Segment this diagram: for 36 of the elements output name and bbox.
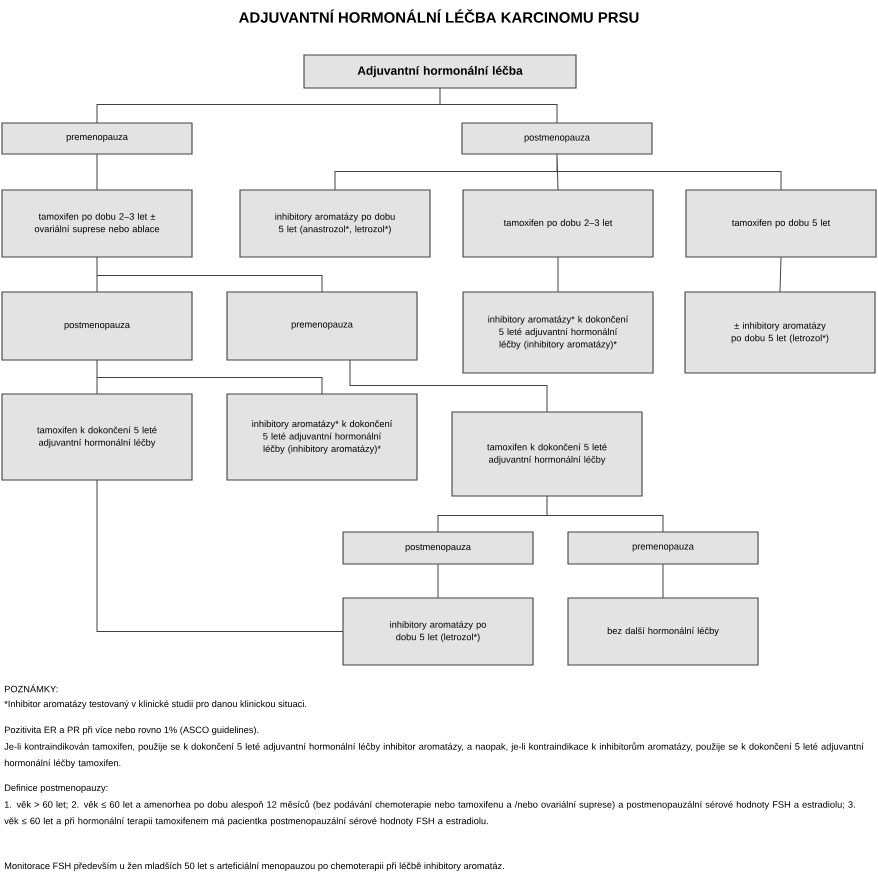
connector-line [556, 154, 782, 190]
connector-line [96, 360, 322, 394]
note-text: 1. věk > 60 let; 2. věk ≤ 60 let a amenorhea po dobu alespoň 12 měsíců (bez podávání chemoterapie nebo tamoxifenu a /nebo ovariální suprese) a postmenopauzální sérové hodnoty FSH a estradiolu; 3. věk ≤ 60 let a při hormonální terapii tamoxifenem má pacientka postmenopauzální sérové hodnoty FSH a estradiolu. [4, 800, 855, 826]
title: ADJUVANTNÍ HORMONÁLNÍ LÉČBA KARCINOMU PRSU [239, 9, 638, 23]
process-box: premenopauza [226, 291, 418, 361]
connector-line [546, 496, 664, 532]
process-box: tamoxifen po dobu 2–3 let [462, 189, 654, 258]
note-text: Definice postmenopauzy: [4, 784, 108, 793]
process-box: inhibitory aromatázy po dobu 5 let (anastrozol*, letrozol*) [239, 189, 431, 258]
process-box: premenopauza [1, 122, 193, 155]
process-box: tamoxifen k dokončení 5 leté adjuvantní hormonální léčby [1, 393, 193, 481]
process-box: premenopauza [567, 531, 759, 565]
connector-line [96, 480, 343, 632]
process-box: tamoxifen po dobu 5 let [685, 189, 877, 258]
process-box: bez další hormonální léčby [567, 597, 759, 666]
process-box: inhibitory aromatázy po dobu 5 let (letrozol*) [342, 597, 534, 666]
process-box: Adjuvantní hormonální léčba [303, 54, 577, 89]
process-box: postmenopauza [461, 122, 653, 155]
process-box: postmenopauza [1, 291, 193, 361]
process-box: inhibitory aromatázy* k dokončení 5 leté adjuvantní hormonální léčby (inhibitory aromatázy)* [462, 291, 654, 374]
connector-line [780, 257, 782, 292]
note-text: Je-li kontraindikován tamoxifen, použije se k dokončení 5 leté adjuvantní hormonální léčby inhibitor aromatázy, a naopak, je-li kontraindikace k inhibitorům aromatázy, použije se k dokončení 5 leté adjuvantní hormonální léčby tamoxifen. [4, 742, 864, 768]
note-text: Pozitivita ER a PR při více nebo rovno 1% (ASCO guidelines). [4, 726, 258, 735]
note-text: *Inhibitor aromatázy testovaný v klinické studii pro danou klinickou situaci. [4, 700, 306, 709]
process-box: postmenopauza [342, 531, 534, 565]
connector-line [96, 154, 98, 190]
process-box: ± inhibitory aromatázy po dobu 5 let (letrozol*) [684, 291, 876, 374]
connector-line [350, 360, 548, 412]
note-text: POZNÁMKY: [4, 684, 58, 692]
process-box: tamoxifen k dokončení 5 leté adjuvantní hormonální léčby [451, 411, 643, 497]
connector-line [662, 564, 664, 598]
process-box: inhibitory aromatázy* k dokončení 5 leté adjuvantní hormonální léčby (inhibitory aromatázy)* [226, 393, 418, 481]
connector-line [96, 257, 322, 292]
connector-line [440, 88, 558, 123]
process-box: tamoxifen po dobu 2–3 let ± ovariální suprese nebo ablace [1, 189, 193, 258]
note-text: Monitorace FSH především u žen mladších 50 let s arteficiální menopauzou po chemoterapii při léčbě inhibitory aromatáz. [4, 862, 504, 871]
